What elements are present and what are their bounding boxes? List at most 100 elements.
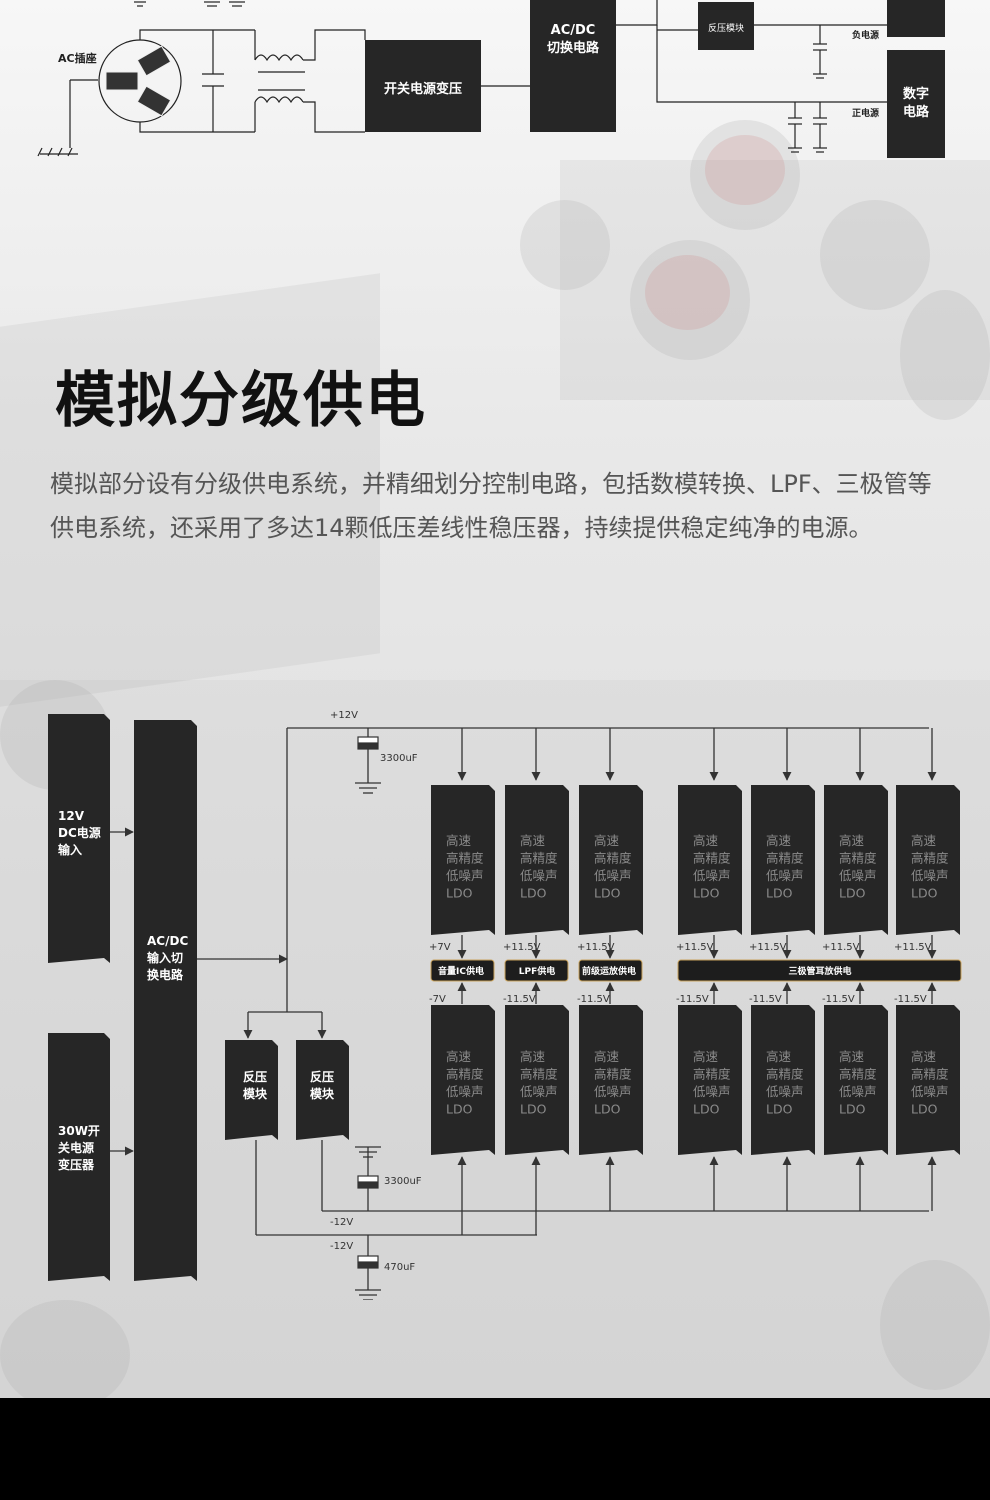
ldo-text: LDO bbox=[520, 886, 547, 901]
ldo-text: 低噪声 bbox=[839, 868, 877, 883]
ldo-text: 低噪声 bbox=[693, 1084, 731, 1099]
footer-bar bbox=[0, 1398, 990, 1500]
ldo-block bbox=[824, 785, 888, 935]
ldo-text: 低噪声 bbox=[766, 1084, 804, 1099]
ldo-text: 低噪声 bbox=[446, 1084, 484, 1099]
dc-input-line: 输入 bbox=[58, 842, 82, 857]
ldo-text: 高速 bbox=[693, 1049, 719, 1064]
ldo-text: 高精度 bbox=[446, 1067, 484, 1082]
ldo-text: LDO bbox=[766, 1102, 793, 1117]
acdc-switch-block bbox=[134, 720, 197, 1281]
ldo-text: 高速 bbox=[911, 1049, 937, 1064]
ldo-text: LDO bbox=[446, 886, 473, 901]
ldo-text: LDO bbox=[766, 886, 793, 901]
inverter-module-label: 反压 bbox=[243, 1069, 267, 1084]
ac-socket-label: AC插座 bbox=[58, 51, 97, 65]
cap-mid-label: 3300uF bbox=[384, 1176, 422, 1187]
ldo-text: 高精度 bbox=[839, 1067, 877, 1082]
wiring bbox=[110, 727, 929, 1300]
ldo-block bbox=[505, 785, 569, 935]
positive-voltage-label: +11.5V bbox=[503, 942, 541, 953]
ldo-text: 低噪声 bbox=[594, 868, 632, 883]
rail-pos-label: +12V bbox=[330, 710, 358, 721]
supply-label-text: LPF供电 bbox=[519, 965, 555, 977]
ldo-block bbox=[751, 1005, 815, 1155]
ldo-text: 高精度 bbox=[520, 1067, 558, 1082]
ldo-text: 高速 bbox=[911, 833, 937, 848]
ldo-text: 低噪声 bbox=[911, 868, 949, 883]
ldo-block bbox=[896, 1005, 960, 1155]
ldo-text: 高速 bbox=[446, 833, 472, 848]
ldo-text: 低噪声 bbox=[446, 868, 484, 883]
acdc-label-line2: 切换电路 bbox=[547, 40, 600, 56]
dc-input-block bbox=[48, 714, 110, 963]
ldo-text: LDO bbox=[594, 1102, 621, 1117]
ldo-text: 高精度 bbox=[594, 851, 632, 866]
acdc-switch-label: AC/DC 输入切 换电路 bbox=[147, 934, 188, 982]
smps-label: 开关电源变压 bbox=[384, 81, 462, 97]
supply-label-tag bbox=[677, 959, 962, 982]
supply-label-text: 音量IC供电 bbox=[438, 965, 484, 977]
negative-voltage-label: -11.5V bbox=[822, 994, 855, 1005]
acdc-switch-line: 换电路 bbox=[147, 967, 184, 982]
ldo-text: 高速 bbox=[839, 1049, 865, 1064]
ldo-text: 高精度 bbox=[693, 1067, 731, 1082]
ldo-text: 高精度 bbox=[839, 851, 877, 866]
acdc-switch-line: AC/DC bbox=[147, 934, 188, 948]
ldo-block bbox=[579, 785, 643, 935]
ldo-text: 高速 bbox=[766, 1049, 792, 1064]
inverter-module-label: 模块 bbox=[243, 1086, 268, 1101]
cap-bottom-label: 470uF bbox=[384, 1262, 415, 1273]
dc-input-label: 12V DC电源 输入 bbox=[58, 809, 101, 857]
ldo-text: 高精度 bbox=[766, 1067, 804, 1082]
ldo-text: 低噪声 bbox=[520, 1084, 558, 1099]
analog-tiered-power-diagram: 12V DC电源 输入 30W开 关电源 变压器 AC/DC 输入切 换电路 反… bbox=[48, 710, 962, 1300]
ldo-block bbox=[431, 1005, 495, 1155]
ldo-text: 高速 bbox=[446, 1049, 472, 1064]
supply-label-text: 前级运放供电 bbox=[582, 965, 636, 977]
rail-neg-label: -12V bbox=[330, 1241, 353, 1252]
ac-socket-pins bbox=[105, 45, 172, 117]
supply-label-text: 三极管耳放供电 bbox=[788, 965, 851, 977]
transformer-line: 30W开 bbox=[58, 1124, 100, 1138]
digital-block-upper bbox=[887, 0, 945, 37]
ldo-text: 高速 bbox=[839, 833, 865, 848]
power-supply-overview-diagram: AC插座 开关电源变压 AC/DC 切换电路 反压模块 负电源 正电源 数字 电… bbox=[37, 0, 945, 158]
negative-voltage-label: -11.5V bbox=[749, 994, 782, 1005]
ldo-text: 低噪声 bbox=[766, 868, 804, 883]
section-description: 模拟部分设有分级供电系统，并精细划分控制电路，包括数模转换、LPF、三极管等供电… bbox=[50, 470, 932, 542]
ldo-text: 高精度 bbox=[693, 851, 731, 866]
smps-block bbox=[365, 40, 481, 132]
acdc-block bbox=[530, 0, 616, 132]
ldo-block bbox=[824, 1005, 888, 1155]
positive-voltage-label: +11.5V bbox=[577, 942, 615, 953]
ldo-text: LDO bbox=[911, 886, 938, 901]
negative-voltage-label: -7V bbox=[429, 994, 446, 1005]
pos-supply-label: 正电源 bbox=[852, 107, 879, 119]
inverter-module-label: 反压 bbox=[310, 1069, 334, 1084]
ldo-text: 高速 bbox=[520, 1049, 546, 1064]
ldo-text: 低噪声 bbox=[693, 868, 731, 883]
transformer-line: 变压器 bbox=[58, 1157, 95, 1172]
ldo-text: 高速 bbox=[594, 833, 620, 848]
ldo-text: 高速 bbox=[594, 1049, 620, 1064]
negative-voltage-label: -11.5V bbox=[577, 994, 610, 1005]
ldo-block bbox=[678, 785, 742, 935]
acdc-label-line1: AC/DC bbox=[551, 23, 596, 38]
transformer-block bbox=[48, 1033, 110, 1281]
negative-voltage-label: -11.5V bbox=[503, 994, 536, 1005]
cap-top-label: 3300uF bbox=[380, 753, 418, 764]
ldo-text: 高速 bbox=[766, 833, 792, 848]
ldo-text: 低噪声 bbox=[594, 1084, 632, 1099]
ldo-text: 低噪声 bbox=[911, 1084, 949, 1099]
positive-voltage-label: +7V bbox=[429, 942, 451, 953]
supply-label-tag bbox=[504, 959, 569, 982]
ldo-block bbox=[579, 1005, 643, 1155]
ldo-block bbox=[751, 785, 815, 935]
ldo-text: LDO bbox=[446, 1102, 473, 1117]
negative-voltage-label: -11.5V bbox=[676, 994, 709, 1005]
ldo-text: LDO bbox=[839, 886, 866, 901]
inverter-module-label: 模块 bbox=[310, 1086, 335, 1101]
ldo-text: 高精度 bbox=[446, 851, 484, 866]
ldo-text: 高精度 bbox=[766, 851, 804, 866]
